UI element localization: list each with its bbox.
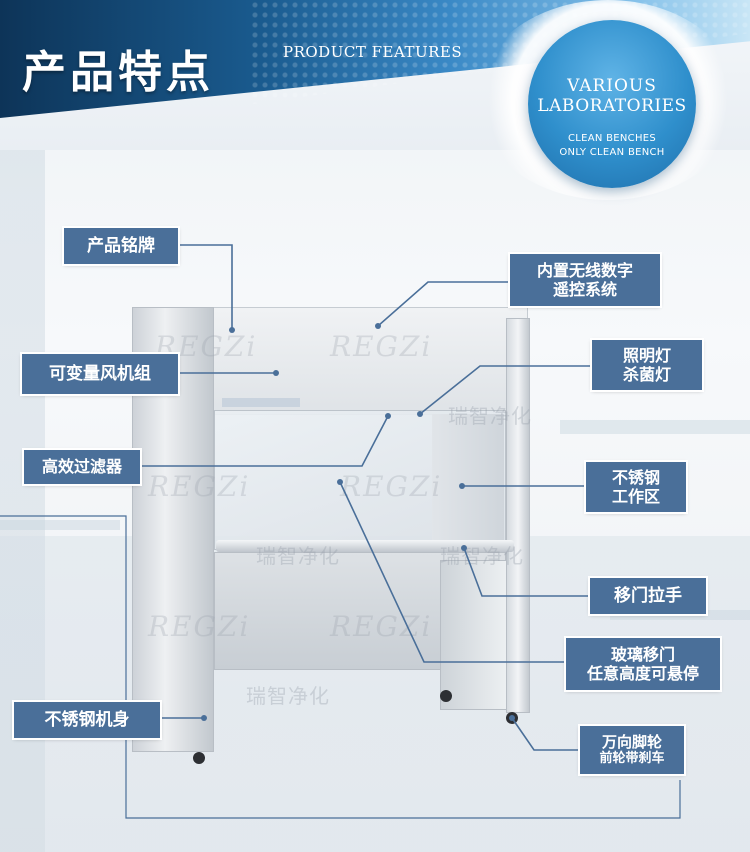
callout-caster: 万向脚轮 前轮带刹车 (580, 726, 684, 774)
background-shelf (610, 610, 750, 620)
callout-fan-unit-text: 可变量风机组 (49, 363, 151, 384)
dot-body (201, 715, 207, 721)
dot-nameplate (229, 327, 235, 333)
watermark-brand-cn: 瑞智净化 (256, 544, 340, 568)
laboratories-badge: VARIOUS LABORATORIES CLEAN BENCHES ONLY … (528, 20, 696, 188)
callout-door-handle: 移门拉手 (590, 578, 706, 614)
callout-lamp: 照明灯 杀菌灯 (592, 340, 702, 390)
watermark-brand-cn: 瑞智净化 (246, 684, 330, 708)
watermark-brand-cn: 瑞智净化 (440, 544, 524, 568)
watermark-brand: REGZi (340, 470, 443, 503)
callout-wireless-remote-line-2: 遥控系统 (552, 280, 617, 299)
callout-glass-door: 玻璃移门 任意高度可悬停 (566, 638, 720, 690)
page-subtitle: PRODUCT FEATURES (283, 43, 463, 61)
callout-hepa-filter-text: 高效过滤器 (41, 457, 122, 477)
dot-lamp (417, 411, 423, 417)
dot-hepa-filter (385, 413, 391, 419)
leader-frame (0, 515, 681, 819)
caster-wheel (193, 752, 205, 764)
callout-body-text: 不锈钢机身 (44, 709, 130, 730)
badge-line-3: CLEAN BENCHES (567, 133, 657, 144)
control-label-strip (222, 398, 300, 407)
callout-body: 不锈钢机身 (14, 702, 160, 738)
leader-lamp (419, 365, 592, 415)
callout-door-handle-text: 移门拉手 (614, 585, 682, 606)
dot-glass-door (337, 479, 343, 485)
background-shelf (0, 520, 120, 530)
leader-wireless-remote (377, 281, 510, 327)
watermark-brand: REGZi (330, 610, 433, 643)
page-title: 产品特点 (22, 47, 214, 98)
cabinet-post-right (506, 318, 530, 713)
callout-hepa-filter: 高效过滤器 (24, 450, 140, 484)
dot-caster (509, 715, 515, 721)
watermark-brand: REGZi (148, 470, 251, 503)
watermark-brand: REGZi (148, 610, 251, 643)
callout-glass-door-line-1: 玻璃移门 (610, 644, 675, 664)
callout-lamp-line-1: 照明灯 (622, 345, 671, 365)
badge-line-1: VARIOUS (567, 76, 657, 96)
callout-lamp-line-2: 杀菌灯 (622, 365, 671, 384)
background-shelf (560, 420, 750, 434)
callout-wireless-remote: 内置无线数字 遥控系统 (510, 254, 660, 306)
callout-nameplate-text: 产品铭牌 (87, 235, 155, 256)
dot-door-handle (461, 545, 467, 551)
leader-glass-door (339, 481, 566, 663)
watermark-brand-cn: 瑞智净化 (448, 404, 532, 428)
callout-work-zone: 不锈钢 工作区 (586, 462, 686, 512)
badge-line-4: ONLY CLEAN BENCH (559, 147, 665, 158)
dot-fan-unit (273, 370, 279, 376)
callout-caster-line-2: 前轮带刹车 (599, 751, 665, 767)
cabinet-inner-wall (432, 414, 504, 542)
door-handle-bar (216, 540, 514, 552)
cabinet-leg-right (440, 560, 510, 710)
callout-work-zone-line-1: 不锈钢 (611, 467, 660, 487)
dot-wireless-remote (375, 323, 381, 329)
dot-work-zone (459, 483, 465, 489)
callout-glass-door-line-2: 任意高度可悬停 (586, 664, 699, 683)
callout-work-zone-line-2: 工作区 (611, 487, 660, 506)
watermark-brand: REGZi (330, 330, 433, 363)
callout-caster-line-1: 万向脚轮 (601, 733, 662, 752)
callout-fan-unit: 可变量风机组 (22, 354, 178, 394)
callout-nameplate: 产品铭牌 (64, 228, 178, 264)
leader-door-handle (463, 547, 590, 597)
leader-caster (511, 717, 580, 751)
caster-wheel (440, 690, 452, 702)
leader-nameplate (178, 244, 233, 330)
badge-line-2: LABORATORIES (537, 96, 687, 116)
leader-hepa-filter (140, 415, 389, 467)
callout-wireless-remote-line-1: 内置无线数字 (536, 260, 633, 280)
